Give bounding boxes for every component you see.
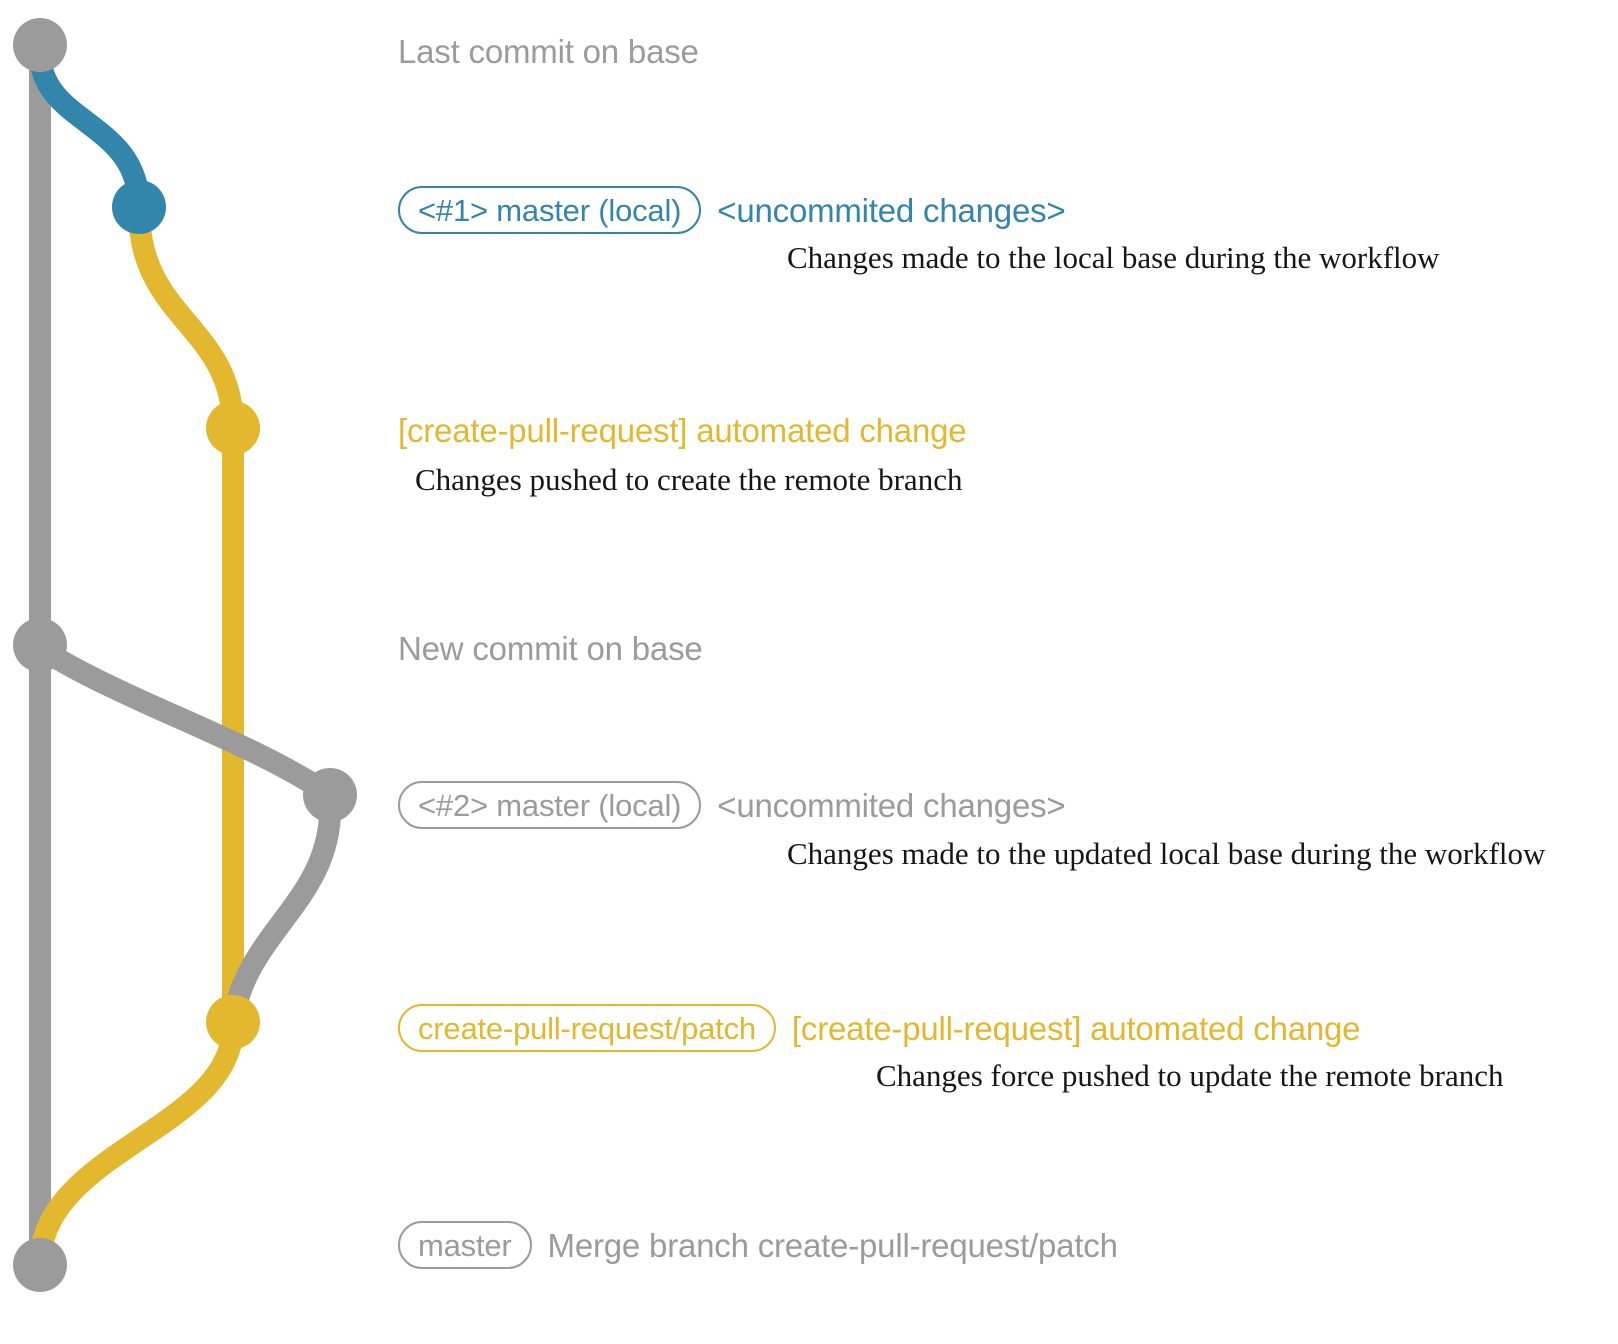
commit-note-master-local-2: Changes made to the updated local base d… [787,836,1546,871]
commit-node-base-new-commit[interactable] [13,618,67,672]
commit-note-master-local-1: Changes made to the local base during th… [787,240,1440,275]
commit-note-automated-change-2: Changes force pushed to update the remot… [876,1058,1504,1093]
commit-row-automated-change-1: [create-pull-request] automated change [398,412,967,450]
commit-message-new-commit-on-base: New commit on base [398,630,703,667]
commit-message-automated-change-1: [create-pull-request] automated change [398,412,967,449]
ref-badge-master-local-2[interactable]: <#2> master (local) [398,781,702,829]
commit-row-last-commit-on-base: Last commit on base [398,33,699,71]
commit-row-master-local-2: <#2> master (local) <uncommited changes> [398,781,1066,829]
branch-line-base-to-local-2 [29,637,341,806]
commit-row-automated-change-2: create-pull-request/patch [create-pull-r… [398,1004,1361,1052]
branch-line-patch-2-to-merge [29,1014,244,1276]
commit-note-automated-change-1: Changes pushed to create the remote bran… [415,462,963,497]
ref-badge-master[interactable]: master [398,1221,532,1269]
commit-node-base-top[interactable] [13,18,67,72]
ref-badge-master-local-1[interactable]: <#1> master (local) [398,186,702,234]
commit-row-master-local-1: <#1> master (local) <uncommited changes> [398,186,1066,234]
commit-message-last-commit-on-base: Last commit on base [398,33,699,70]
commit-node-patch-2[interactable] [206,995,260,1049]
commit-message-merge-branch: Merge branch create-pull-request/patch [547,1226,1118,1264]
commit-node-base-merge[interactable] [13,1238,67,1292]
commit-message-automated-change-2: [create-pull-request] automated change [791,1009,1361,1047]
commit-row-new-commit-on-base: New commit on base [398,630,703,668]
branch-line-local-2-to-patch-2 [222,787,342,1033]
branch-line-base-to-local-1 [29,41,150,218]
commit-node-local-2[interactable] [303,768,357,822]
commit-node-local-1[interactable] [112,180,166,234]
commit-message-master-local-2: <uncommited changes> [717,786,1066,824]
branch-line-local-1-to-patch-1 [128,199,244,439]
commit-message-master-local-1: <uncommited changes> [717,191,1066,229]
commit-row-merge-branch: master Merge branch create-pull-request/… [398,1221,1118,1269]
ref-badge-create-pull-request-patch[interactable]: create-pull-request/patch [398,1004,776,1052]
commit-node-patch-1[interactable] [206,401,260,455]
